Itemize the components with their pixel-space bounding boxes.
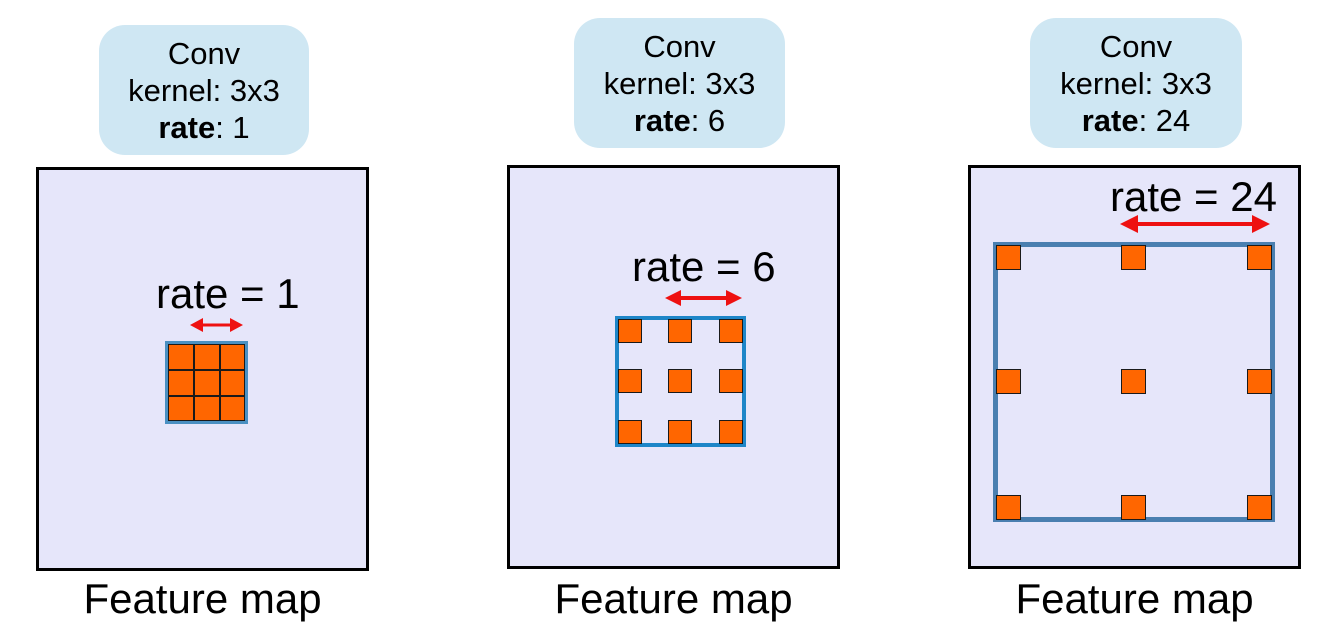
kernel-cell (220, 344, 245, 370)
conv-kernel: kernel: 3x3 (128, 72, 280, 108)
feature-map-label-1: Feature map (83, 575, 322, 622)
conv-rate: rate: 6 (634, 102, 725, 139)
kernel-cell (719, 369, 743, 393)
conv-box-rate-6: Conv kernel: 3x3 rate: 6 (574, 18, 785, 148)
kernel-cell (194, 370, 220, 396)
rate-label-2: rate = 6 (632, 243, 776, 290)
kernel-cell (996, 495, 1021, 520)
kernel-window-2 (615, 316, 746, 447)
kernel-cell (668, 319, 692, 343)
conv-rate-key: rate (158, 109, 216, 145)
kernel-cell (1247, 369, 1272, 394)
conv-box-rate-24: Conv kernel: 3x3 rate: 24 (1030, 18, 1242, 148)
kernel-cell (194, 396, 220, 421)
conv-kernel: kernel: 3x3 (603, 65, 756, 101)
kernel-cell (996, 369, 1021, 394)
kernel-cell (1121, 245, 1146, 270)
conv-kernel: kernel: 3x3 (1060, 65, 1212, 101)
kernel-cell (618, 369, 642, 393)
kernel-cell (719, 420, 743, 444)
conv-title: Conv (643, 28, 716, 64)
kernel-cell (220, 370, 245, 396)
kernel-cell (168, 370, 194, 396)
kernel-cell (168, 344, 194, 370)
conv-rate: rate: 24 (1082, 102, 1191, 139)
conv-rate-value: : 1 (215, 109, 250, 145)
feature-map-label-3: Feature map (1015, 575, 1254, 622)
kernel-cell (1121, 495, 1146, 520)
kernel-cell (1247, 495, 1272, 520)
kernel-cell (1247, 245, 1272, 270)
kernel-cell (618, 420, 642, 444)
feature-map-label-2: Feature map (554, 575, 793, 622)
rate-label-1: rate = 1 (156, 270, 300, 317)
kernel-cell (668, 369, 692, 393)
kernel-cell (194, 344, 220, 370)
kernel-cell (996, 245, 1021, 270)
conv-title: Conv (1099, 28, 1173, 64)
kernel-cell (668, 420, 692, 444)
rate-label-3: rate = 24 (1110, 173, 1277, 220)
kernel-cell (618, 319, 642, 343)
conv-rate-value: : 24 (1138, 102, 1191, 138)
kernel-cell (220, 396, 245, 421)
kernel-cell (168, 396, 194, 421)
conv-rate: rate: 1 (158, 109, 249, 146)
conv-rate-key: rate (1081, 102, 1139, 138)
conv-rate-key: rate (633, 102, 691, 138)
kernel-cell (719, 319, 743, 343)
kernel-cell (1121, 369, 1146, 394)
conv-title: Conv (167, 35, 241, 71)
conv-box-rate-1: Conv kernel: 3x3 rate: 1 (99, 25, 309, 155)
conv-rate-value: : 6 (690, 102, 726, 138)
feature-map-2 (507, 165, 840, 569)
